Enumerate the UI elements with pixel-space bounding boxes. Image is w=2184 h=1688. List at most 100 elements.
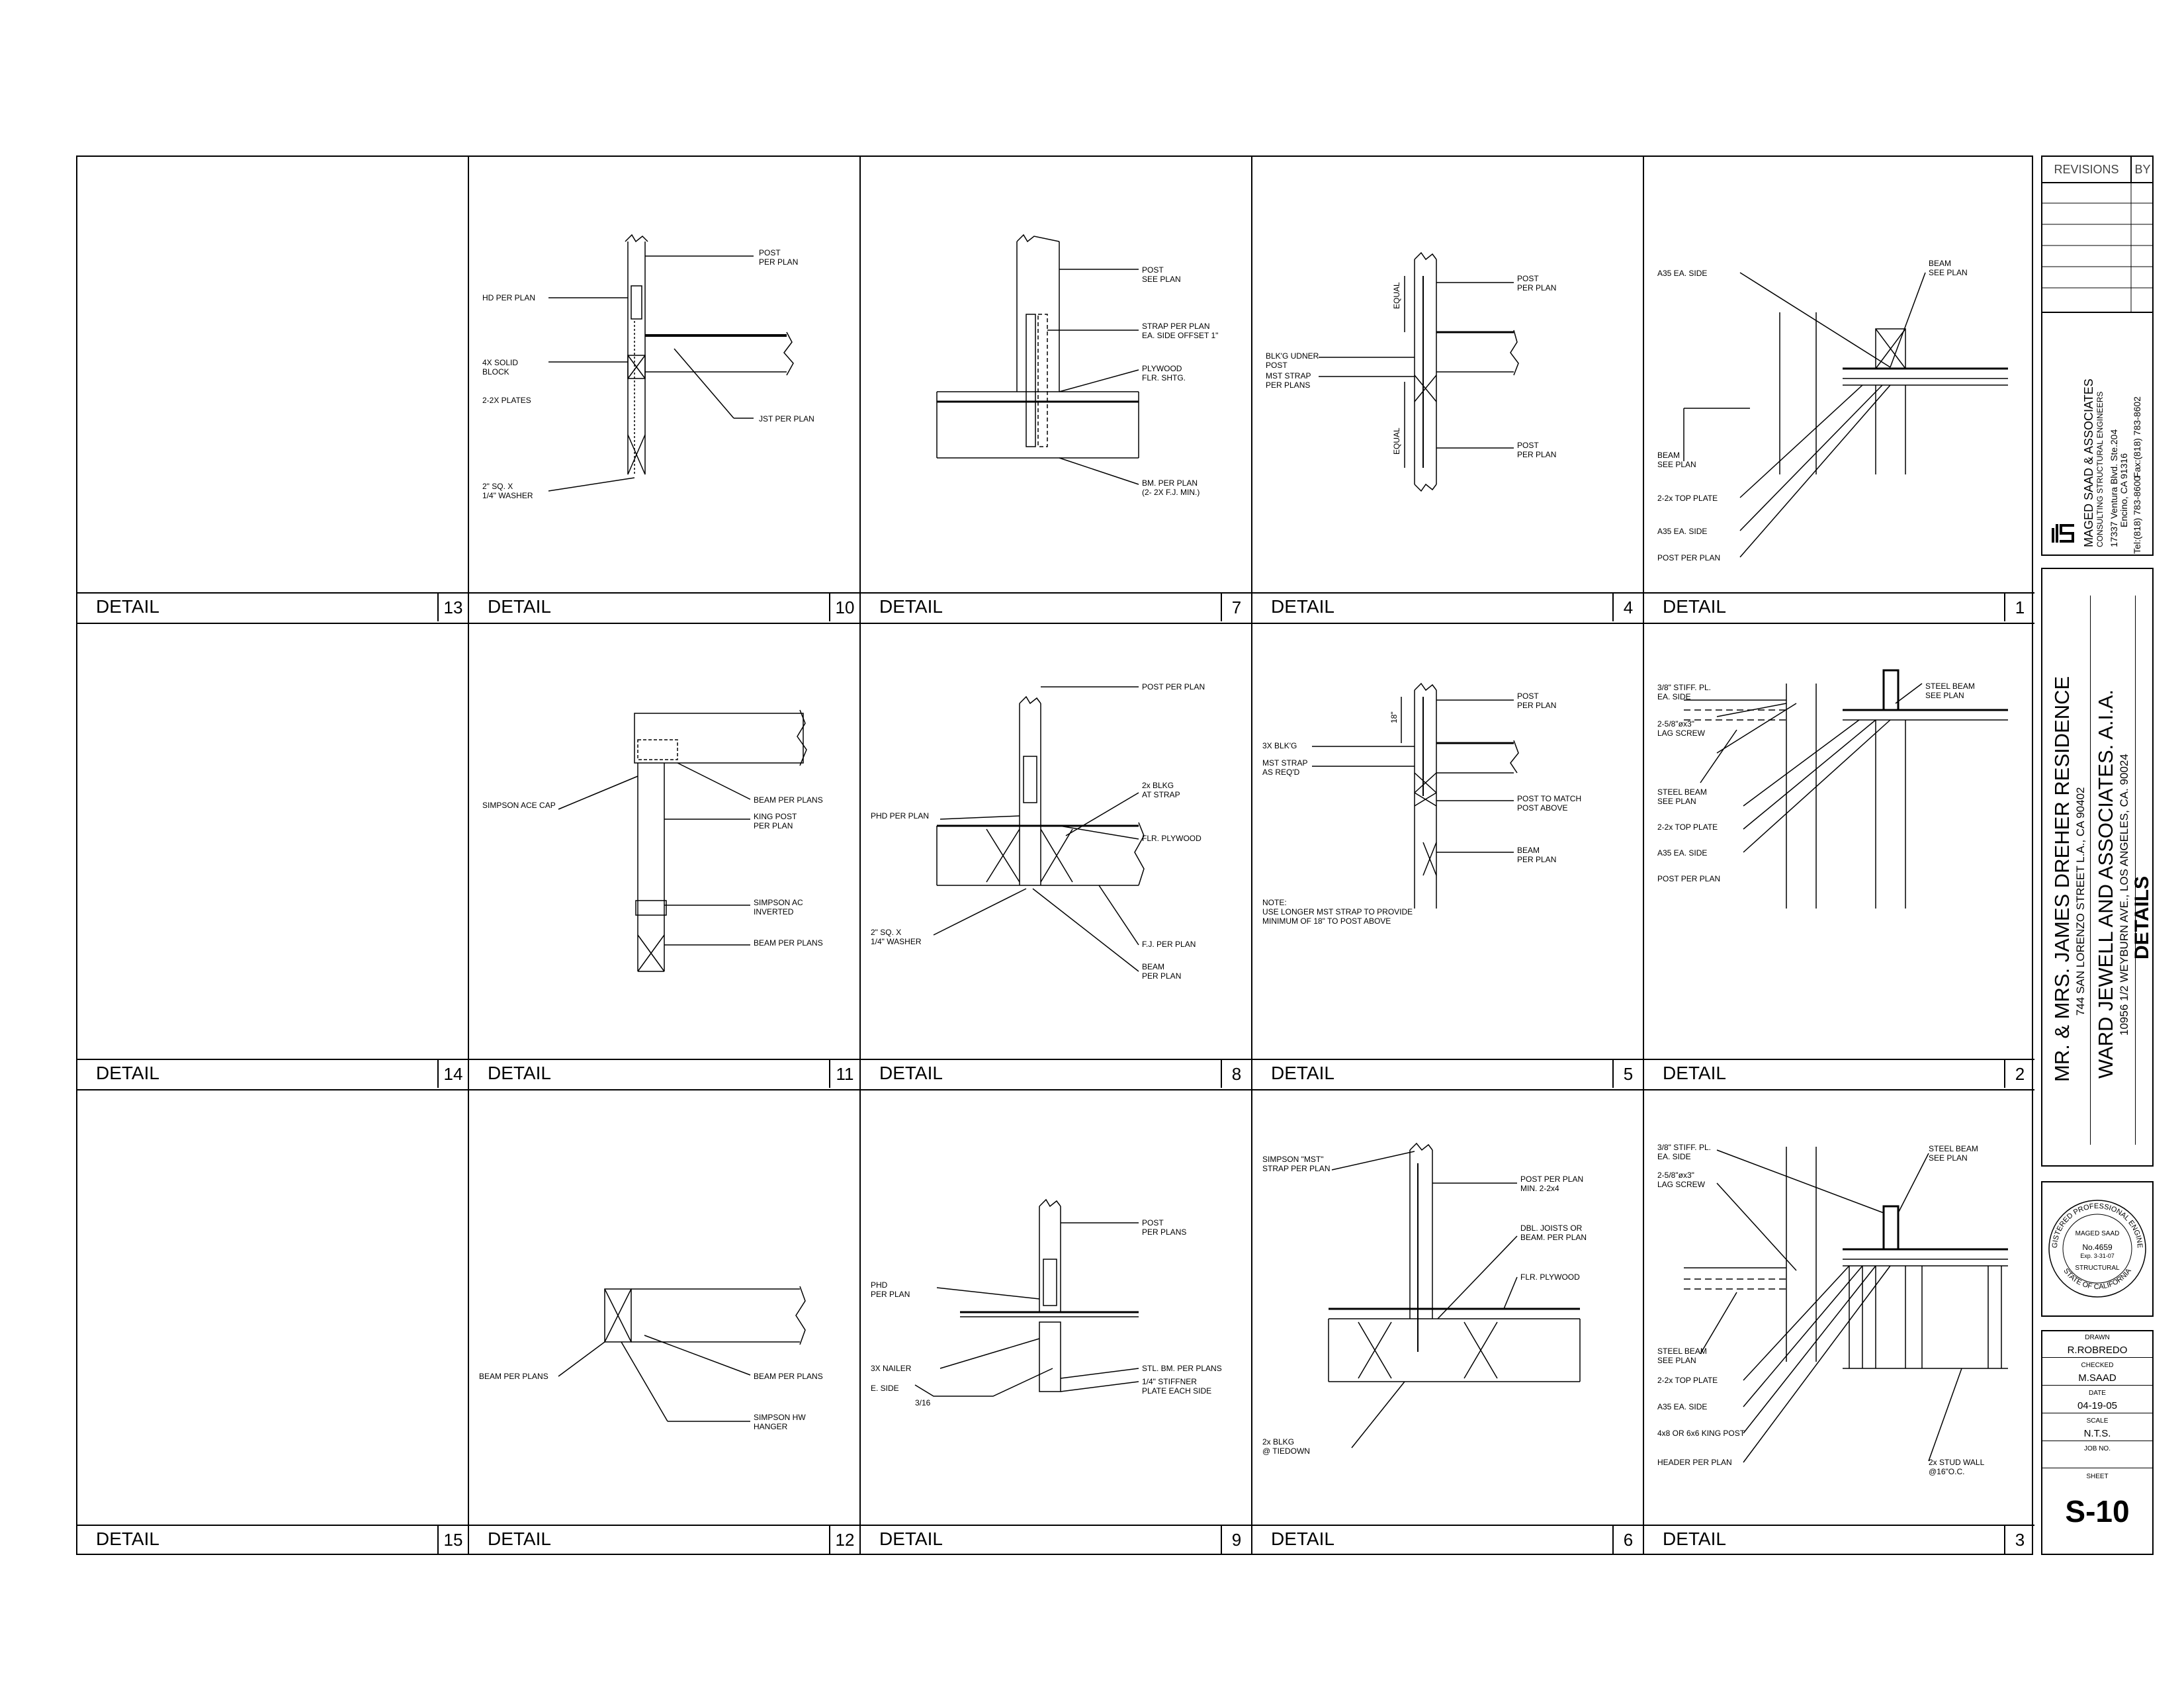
stamp-type: STRUCTURAL xyxy=(2075,1265,2120,1272)
detail-label: DETAIL xyxy=(1271,596,1334,617)
note: STL. BM. PER PLANS xyxy=(1142,1364,1222,1373)
detail-number: 12 xyxy=(829,1526,859,1554)
stamp-expiry: Exp. 3-31-07 xyxy=(2080,1253,2115,1259)
checked-label: CHECKED xyxy=(2081,1362,2114,1369)
detail-7-drawing xyxy=(936,234,1139,485)
note: 2-2x TOP PLATE xyxy=(1657,822,1718,832)
architect-address: 10956 1/2 WEYBURN AVE., LOS ANGELES, CA.… xyxy=(2118,754,2130,1036)
note: EA. SIDE xyxy=(1657,692,1691,701)
note: 4x8 OR 6x6 KING POST xyxy=(1657,1429,1745,1438)
detail-9-drawing xyxy=(914,1198,1139,1397)
note: 2-2x TOP PLATE xyxy=(1657,1376,1718,1385)
note: 1/4" WASHER xyxy=(482,491,533,500)
detail-6-cell: SIMPSON "MST" STRAP PER PLAN POST PER PL… xyxy=(1252,1090,1644,1555)
note: KING POST xyxy=(754,812,797,821)
note: BEAM xyxy=(1517,846,1540,855)
note: SEE PLAN xyxy=(1657,1356,1696,1365)
note: 18" xyxy=(1389,711,1399,723)
note: HD PER PLAN xyxy=(482,293,535,302)
detail-2-drawing xyxy=(1684,669,2008,909)
note: EQUAL xyxy=(1392,282,1401,309)
note: 4X SOLID xyxy=(482,358,518,367)
detail-3-drawing xyxy=(1684,1147,2008,1463)
detail-1-cell: A35 EA. SIDE BEAM SEE PLAN BEAM SEE PLAN… xyxy=(1644,157,2034,624)
note: PER PLANS xyxy=(1142,1227,1186,1237)
detail-2-cell: 3/8" STIFF. PL. EA. SIDE 2-5/8"øx3" LAG … xyxy=(1644,624,2034,1090)
note: 3X NAILER xyxy=(871,1364,912,1373)
detail-number: 2 xyxy=(2004,1060,2034,1088)
note: 1/4" STIFFNER xyxy=(1142,1377,1197,1386)
note: SEE PLAN xyxy=(1925,691,1964,700)
note: SEE PLAN xyxy=(1657,797,1696,806)
detail-title-bar: DETAIL 7 xyxy=(861,592,1251,623)
detail-number: 14 xyxy=(437,1060,468,1088)
note: PER PLAN xyxy=(1517,701,1556,710)
note: POST xyxy=(1517,441,1539,450)
detail-number: 5 xyxy=(1612,1060,1643,1088)
note: HEADER PER PLAN xyxy=(1657,1458,1732,1467)
note: POST xyxy=(1517,691,1539,701)
sheet-number: S-10 xyxy=(2065,1494,2130,1529)
detail-12-drawing xyxy=(558,1286,806,1422)
note: F.J. PER PLAN xyxy=(1142,940,1196,949)
note: FLR. PLYWOOD xyxy=(1520,1272,1580,1282)
note: BM. PER PLAN xyxy=(1142,478,1198,488)
note: STRAP PER PLAN xyxy=(1142,322,1209,331)
detail-3-cell: 3/8" STIFF. PL. EA. SIDE 2-5/8"øx3" LAG … xyxy=(1644,1090,2034,1555)
note: JST PER PLAN xyxy=(759,414,814,423)
note: EA. SIDE OFFSET 1" xyxy=(1142,331,1218,340)
detail-number: 7 xyxy=(1221,594,1251,621)
note: BEAM xyxy=(1929,259,1951,268)
detail-title-bar: DETAIL 15 xyxy=(77,1525,468,1555)
detail-title-bar: DETAIL 5 xyxy=(1252,1059,1643,1089)
note: SEE PLAN xyxy=(1929,268,1968,277)
details-grid: DETAIL 13 POST PER PLAN HD PER PLAN 4X xyxy=(76,155,2034,1555)
detail-number: 9 xyxy=(1221,1526,1251,1554)
detail-9-cell: POST PER PLANS PHD PER PLAN 3X NAILER ST… xyxy=(861,1090,1252,1555)
detail-title-bar: DETAIL 9 xyxy=(861,1525,1251,1555)
note: 2x BLKG xyxy=(1262,1437,1294,1446)
detail-4-cell: POST PER PLAN EQUAL BLK'G UDNER POST MST… xyxy=(1252,157,1644,624)
note: LAG SCREW xyxy=(1657,1180,1706,1189)
note: SIMPSON ACE CAP xyxy=(482,801,556,810)
note: HANGER xyxy=(754,1422,788,1431)
note: STEEL BEAM xyxy=(1657,787,1707,797)
detail-15-cell: DETAIL 15 xyxy=(77,1090,469,1555)
firm-address-1: 17337 Ventura Blvd. Ste.204 xyxy=(2109,429,2119,547)
note: PHD xyxy=(871,1280,888,1290)
detail-title-bar: DETAIL 12 xyxy=(469,1525,859,1555)
detail-number: 6 xyxy=(1612,1526,1643,1554)
note: SIMPSON HW xyxy=(754,1413,806,1422)
note: MINIMUM OF 18" TO POST ABOVE xyxy=(1262,916,1391,926)
note: MST STRAP xyxy=(1262,758,1307,768)
detail-number: 3 xyxy=(2004,1526,2034,1554)
note: 3/8" STIFF. PL. xyxy=(1657,683,1711,692)
detail-5-cell: POST PER PLAN 18" 3X BLK'G MST STRAP AS … xyxy=(1252,624,1644,1090)
detail-label: DETAIL xyxy=(488,596,551,617)
note: PER PLAN xyxy=(754,821,793,830)
note: POST TO MATCH xyxy=(1517,794,1581,803)
note: PER PLAN xyxy=(1517,283,1556,292)
detail-number: 1 xyxy=(2004,594,2034,621)
detail-6-drawing xyxy=(1328,1142,1581,1448)
note: AT STRAP xyxy=(1142,790,1180,799)
note: NOTE: xyxy=(1262,898,1287,907)
detail-10-drawing xyxy=(548,234,794,492)
note: PLATE EACH SIDE xyxy=(1142,1386,1211,1396)
note: STEEL BEAM xyxy=(1925,682,1975,691)
detail-4-drawing xyxy=(1319,251,1519,492)
firm-tel: Tel:(818) 783-8600 xyxy=(2132,476,2142,554)
note: STRAP PER PLAN xyxy=(1262,1164,1330,1173)
detail-5-drawing xyxy=(1312,682,1519,909)
note: PER PLAN xyxy=(1517,450,1556,459)
note: BEAM PER PLANS xyxy=(754,795,823,805)
detail-label: DETAIL xyxy=(879,596,943,617)
note: POST xyxy=(1142,1218,1164,1227)
note: POST xyxy=(1142,265,1164,275)
note: @16"O.C. xyxy=(1929,1467,1964,1476)
detail-label: DETAIL xyxy=(1663,1529,1726,1549)
engineer-stamp: REGISTERED PROFESSIONAL ENGINEER STATE O… xyxy=(2040,1177,2146,1298)
note: PER PLAN xyxy=(1142,971,1181,981)
note: POST PER PLAN xyxy=(1657,874,1720,883)
note: 3/8" STIFF. PL. xyxy=(1657,1143,1711,1152)
